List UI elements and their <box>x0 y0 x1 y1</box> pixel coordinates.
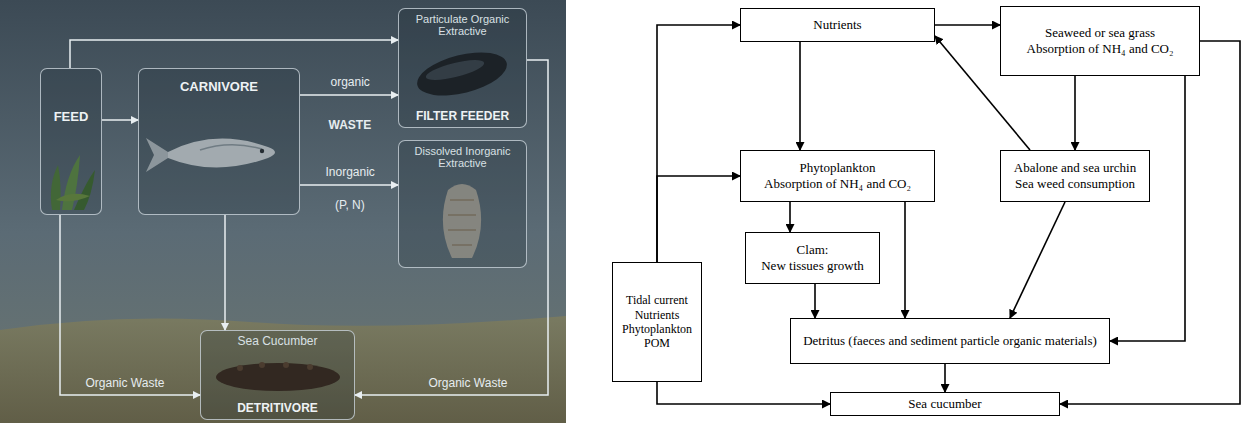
flow-arrow <box>102 119 138 121</box>
flow-label: organic <box>331 75 370 89</box>
flow-label: Organic Waste <box>86 376 165 390</box>
flow-arrow <box>1110 76 1185 341</box>
node-title: Dissolved Inorganic Extractive <box>404 145 521 169</box>
flow-arrow <box>300 184 398 186</box>
node-text: New tissues growth <box>761 258 864 274</box>
node-title: CARNIVORE <box>180 79 258 94</box>
flow-arrow <box>789 202 791 232</box>
flow-arrow <box>1074 76 1076 150</box>
node-title: Particulate Organic Extractive <box>404 13 521 37</box>
flow-arrow <box>814 284 816 318</box>
node-title: FEED <box>54 109 89 124</box>
flow-arrow <box>300 94 398 96</box>
node-text: DETRITIVORE <box>237 401 318 415</box>
node-text: Phytoplankton <box>622 322 692 336</box>
node-text: Absorption of NH₄ and CO₂ <box>764 176 911 192</box>
flow-note: WASTE <box>329 118 372 132</box>
input-box: Tidal currentNutrientsPhytoplanktonPOM <box>612 262 702 382</box>
process-box: Abalone and sea urchinSea weed consumpti… <box>1000 150 1150 202</box>
flow-label: Organic Waste <box>429 376 508 390</box>
flow-arrow <box>799 42 801 150</box>
dissolved-extractive-box: Dissolved Inorganic Extractive <box>398 140 527 268</box>
detritivore-box: Sea CucumberDETRITIVORE <box>200 330 355 420</box>
process-box: PhytoplanktonAbsorption of NH₄ and CO₂ <box>740 150 935 202</box>
node-title: Clam: <box>797 242 829 258</box>
flow-arrow <box>1010 202 1065 318</box>
process-box: Seaweed or sea grassAbsorption of NH₄ an… <box>1000 6 1200 76</box>
feed-box: FEED <box>40 68 102 215</box>
node-text: Absorption of NH₄ and CO₂ <box>1027 41 1174 57</box>
node-text: Nutrients <box>635 308 680 322</box>
flow-label: Inorganic <box>326 165 375 179</box>
filter-feeder-box: Particulate Organic ExtractiveFILTER FEE… <box>398 8 527 128</box>
flow-arrow <box>935 24 1000 26</box>
sea-background <box>0 0 566 423</box>
flow-arrow <box>224 215 226 330</box>
node-text: FILTER FEEDER <box>416 109 509 123</box>
flow-arrow <box>657 25 740 262</box>
flow-arrow <box>657 176 740 262</box>
flow-arrow <box>70 40 398 68</box>
node-title: Sea cucumber <box>908 396 981 412</box>
flow-arrow <box>657 382 830 404</box>
flow-arrow <box>904 202 906 318</box>
process-box: Detritus (faeces and sediment particle o… <box>790 318 1110 364</box>
node-title: Phytoplankton <box>800 160 876 176</box>
node-text: POM <box>644 336 670 350</box>
node-title: Seaweed or sea grass <box>1045 25 1155 41</box>
carnivore-box: CARNIVORE <box>138 68 300 215</box>
flow-note: (P, N) <box>335 198 365 212</box>
node-text: Sea weed consumption <box>1015 176 1135 192</box>
node-title: Detritus (faeces and sediment particle o… <box>803 333 1097 349</box>
process-box: Nutrients <box>740 8 935 42</box>
node-title: Nutrients <box>813 17 861 33</box>
process-box: Sea cucumber <box>830 392 1060 416</box>
seabed <box>0 316 566 423</box>
node-title: Tidal current <box>626 293 688 307</box>
flow-arrow <box>60 215 200 395</box>
flow-arrow <box>944 364 946 392</box>
node-title: Sea Cucumber <box>237 334 317 348</box>
node-title: Abalone and sea urchin <box>1014 160 1136 176</box>
process-box: Clam:New tissues growth <box>745 232 880 284</box>
